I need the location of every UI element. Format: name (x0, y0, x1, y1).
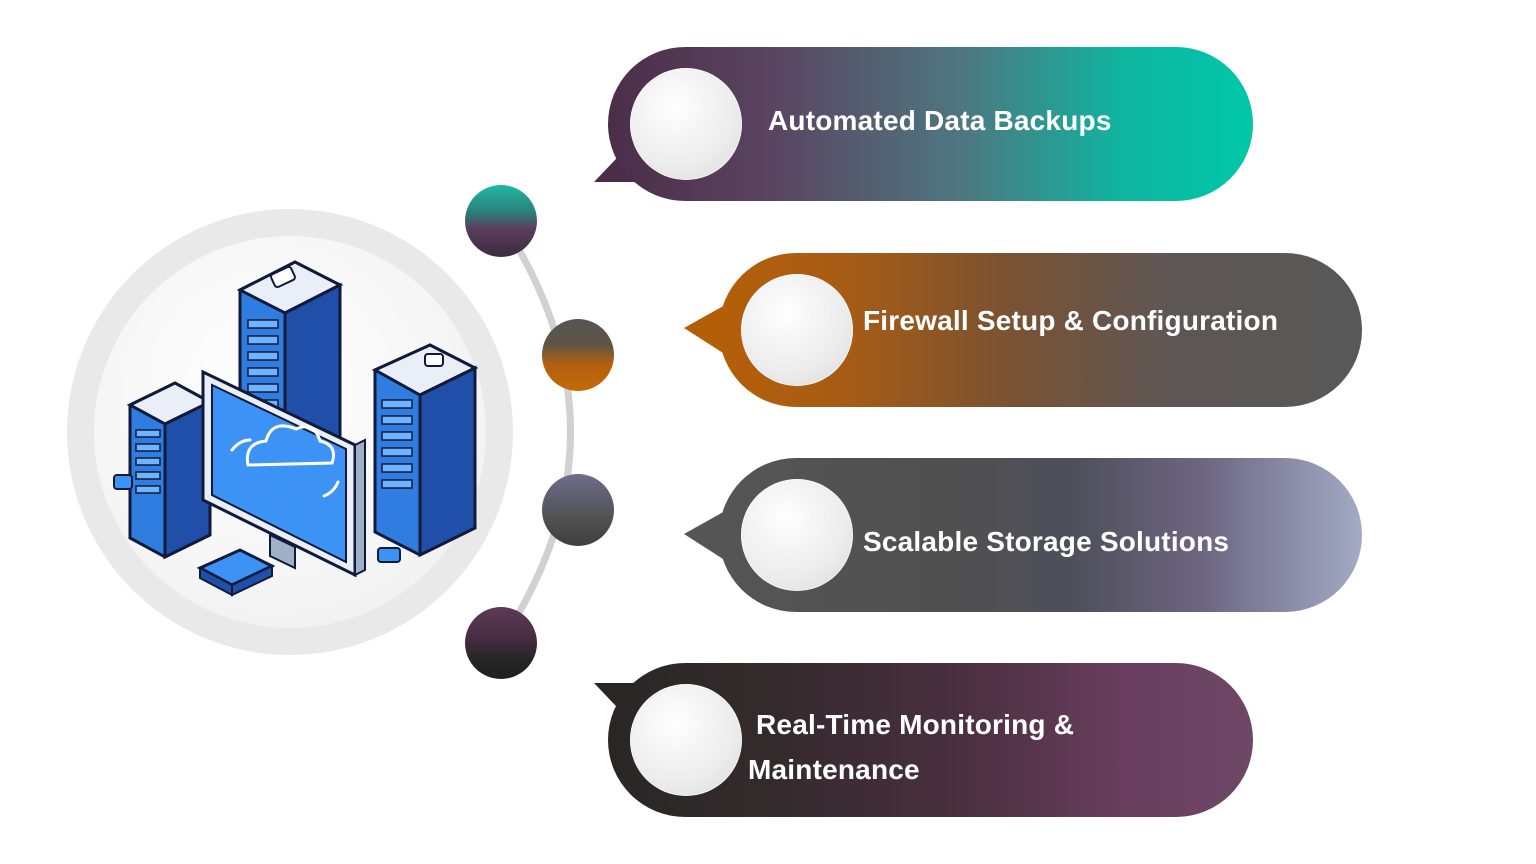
feature-circle-1 (630, 68, 742, 180)
feature-label-4-line2: Maintenance (748, 754, 920, 785)
timeline-node-3 (542, 474, 614, 546)
accessory-box-icon (113, 474, 133, 490)
monitor-icon (201, 369, 366, 578)
feature-circle-3 (741, 479, 853, 591)
timeline-node-4 (465, 607, 537, 679)
feature-label-1: Automated Data Backups (768, 105, 1112, 136)
feature-item-scalable-storage: Scalable Storage Solutions (719, 458, 1362, 612)
router-icon (196, 548, 276, 597)
timeline-node-1 (465, 185, 537, 257)
feature-label-3: Scalable Storage Solutions (863, 526, 1230, 557)
timeline-node-2 (542, 319, 614, 391)
feature-label-2: Firewall Setup & Configuration (863, 305, 1279, 336)
feature-circle-2 (741, 274, 853, 386)
cloud-icon (230, 424, 340, 498)
feature-circle-4 (630, 684, 742, 796)
feature-item-monitoring: Real-Time Monitoring & Maintenance (608, 663, 1253, 817)
server-tower-left-icon (126, 381, 214, 560)
feature-item-firewall: Firewall Setup & Configuration (719, 253, 1362, 407)
feature-item-automated-backups: Automated Data Backups (608, 47, 1253, 201)
cloud-server-icon (113, 260, 479, 597)
accessory-box-icon (377, 547, 401, 563)
server-tower-right-icon (371, 343, 479, 558)
feature-label-4-line1: Real-Time Monitoring & (756, 709, 1075, 740)
